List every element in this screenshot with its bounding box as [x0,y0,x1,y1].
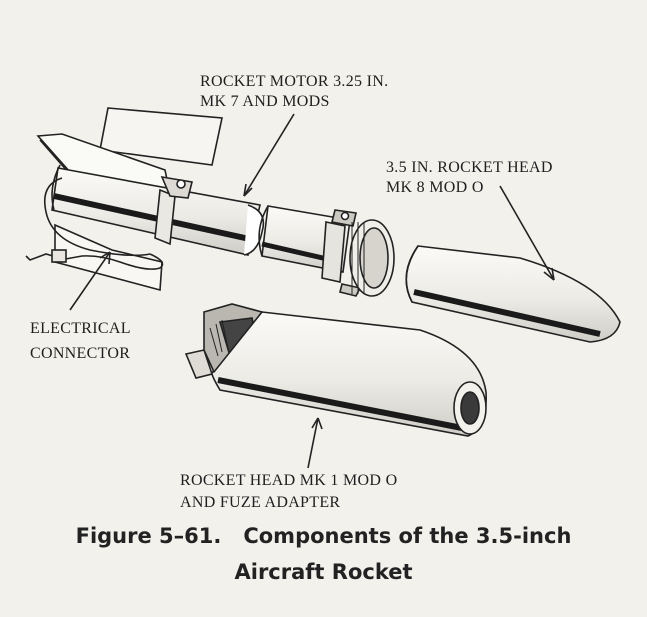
figure-caption-line1: Components of the 3.5-inch [243,524,572,548]
arrowhead-rocket-motor [243,183,253,197]
electrical-connector [25,177,164,270]
rocket-head-mk1 [184,303,487,437]
label-rocket-motor: ROCKET MOTOR 3.25 IN. MK 7 AND MODS [200,72,388,112]
label-rocket-head-mk8-line1: 3.5 IN. ROCKET HEAD [386,159,553,176]
label-rocket-motor-line1: ROCKET MOTOR 3.25 IN. [200,73,389,90]
label-rocket-head-mk8: 3.5 IN. ROCKET HEAD MK 8 MOD O [386,158,553,198]
figure-number: Figure 5–61. [75,524,222,548]
label-electrical-connector-line1: ELECTRICAL [30,320,131,337]
figure-caption: Figure 5–61. Components of the 3.5-inch [0,524,647,548]
rocket-motor [51,164,395,297]
leader-electrical-connector [69,251,111,311]
arrowhead-electrical-connector [99,251,111,265]
leader-rocket-head-mk8 [499,185,555,281]
label-electrical-connector-line2: CONNECTOR [30,345,131,362]
label-rocket-motor-line2: MK 7 AND MODS [200,93,330,110]
label-rocket-head-mk1-line2: AND FUZE ADAPTER [180,494,341,511]
leader-rocket-head-mk1 [307,417,319,469]
figure-caption-line2: Aircraft Rocket [234,560,413,584]
leader-rocket-motor [243,113,295,197]
arrowhead-rocket-head-mk8 [543,267,555,281]
arrowhead-rocket-head-mk1 [311,417,323,430]
tail-fins [36,107,223,292]
leader-lines [69,113,555,469]
label-rocket-head-mk1-line1: ROCKET HEAD MK 1 MOD O [180,472,398,489]
label-rocket-head-mk8-line2: MK 8 MOD O [386,179,484,196]
figure-caption-second-line: Aircraft Rocket [0,560,647,584]
rocket-head-mk8 [405,245,621,343]
label-rocket-head-mk1: ROCKET HEAD MK 1 MOD O AND FUZE ADAPTER [180,470,397,514]
label-electrical-connector: ELECTRICAL CONNECTOR [30,316,131,366]
